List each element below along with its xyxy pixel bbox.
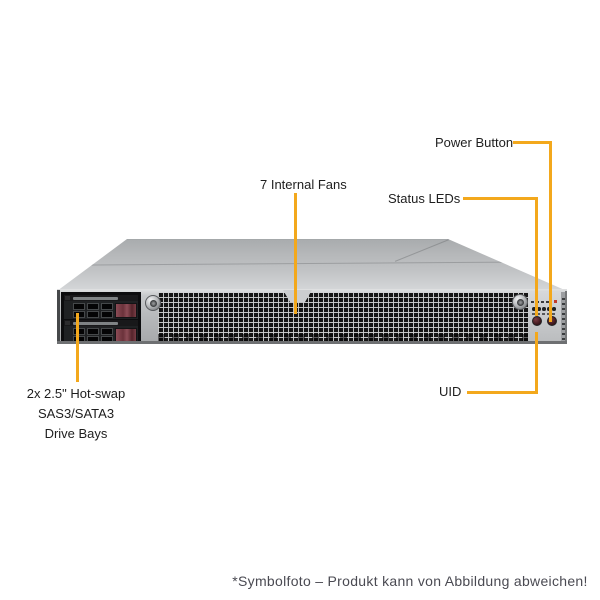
- tray-vent-slot: [73, 303, 85, 310]
- status-led: [542, 307, 546, 311]
- drive-bays-callout-line: [76, 313, 79, 382]
- status-leds-callout-line: [463, 197, 538, 200]
- power-button-callout-line: [549, 141, 552, 322]
- tray-hinge: [65, 296, 70, 300]
- chassis-bottom-lip: [57, 341, 567, 344]
- control-panel-print: [531, 301, 552, 303]
- tray-vent-slot: [101, 328, 113, 335]
- thumbscrew-core: [516, 298, 524, 306]
- server-top-cover: [57, 239, 567, 291]
- power-button-callout-line: [513, 141, 552, 144]
- drive-bays-label: 2x 2.5" Hot-swap SAS3/SATA3 Drive Bays: [16, 384, 136, 444]
- tray-handle-bar: [73, 322, 118, 325]
- tray-vent-slot: [87, 311, 99, 318]
- internal-fans-callout-line: [294, 193, 297, 314]
- status-led: [532, 307, 536, 311]
- control-panel-red-mark: [554, 300, 557, 303]
- thumbscrew-left-icon: [145, 295, 161, 311]
- front-control-panel: [528, 292, 561, 343]
- top-cover-seam: [62, 261, 558, 266]
- top-cover-seam: [394, 239, 450, 262]
- tray-vent-slot: [73, 328, 85, 335]
- status-led: [547, 307, 551, 311]
- chassis-right-edge: [561, 292, 567, 343]
- chassis-right-corner: [565, 291, 567, 343]
- tray-hinge: [65, 321, 70, 325]
- drive-bays-label-line2: SAS3/SATA3: [37, 406, 115, 421]
- status-leds-callout-line: [535, 197, 538, 316]
- uid-label: UID: [439, 384, 462, 399]
- tray-vent-slot: [87, 328, 99, 335]
- tray-vent-slot: [101, 311, 113, 318]
- drive-tray-handle: [64, 320, 138, 326]
- status-led: [537, 307, 541, 311]
- drive-bay-module: [61, 292, 141, 344]
- tray-vent-slot: [73, 311, 85, 318]
- tray-vent-slot: [87, 303, 99, 310]
- uid-button-icon: [532, 316, 542, 326]
- thumbscrew-core: [149, 299, 157, 307]
- internal-fans-label: 7 Internal Fans: [260, 177, 347, 192]
- symbolfoto-disclaimer: *Symbolfoto – Produkt kann von Abbildung…: [232, 573, 588, 589]
- drive-bays-label-line3: Drive Bays: [44, 426, 108, 441]
- led-legend-icons: [532, 313, 555, 315]
- drive-tray-handle: [64, 295, 138, 301]
- uid-callout-line: [535, 332, 538, 394]
- drive-tray-1: [64, 295, 138, 319]
- uid-callout-line: [467, 391, 538, 394]
- tray-release-latch: [115, 303, 137, 318]
- chassis-left-edge: [57, 290, 60, 344]
- drive-tray-face: [64, 301, 138, 319]
- tray-handle-bar: [73, 297, 118, 300]
- status-led: [552, 307, 556, 311]
- status-leds-label: Status LEDs: [388, 191, 461, 206]
- drive-bays-label-line1: 2x 2.5" Hot-swap: [26, 386, 126, 401]
- power-button-icon: [547, 316, 557, 326]
- side-vent-holes: [562, 295, 565, 340]
- thumbscrew-right-icon: [512, 294, 528, 310]
- mesh-top-notch: [283, 290, 312, 302]
- mesh-bottom-stamping: [158, 334, 528, 342]
- tray-vent-slot: [101, 303, 113, 310]
- power-button-label: Power Button: [435, 135, 514, 150]
